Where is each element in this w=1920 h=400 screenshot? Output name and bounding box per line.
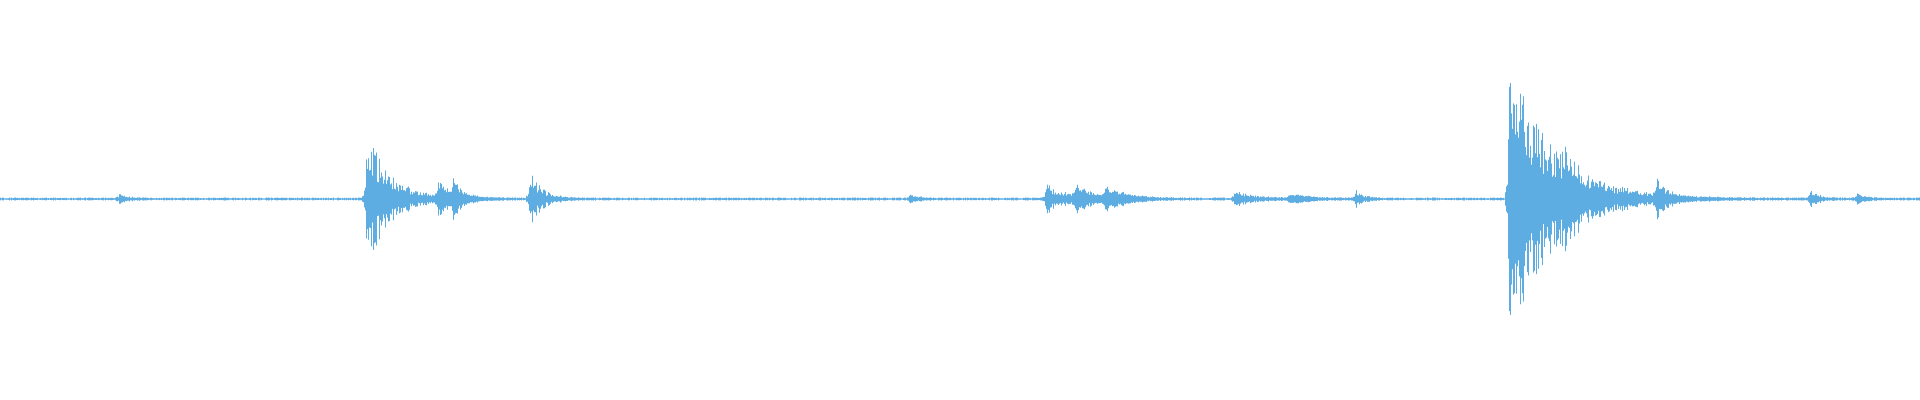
waveform-bars	[0, 83, 1920, 315]
waveform-amplitude-path	[0, 83, 1920, 315]
